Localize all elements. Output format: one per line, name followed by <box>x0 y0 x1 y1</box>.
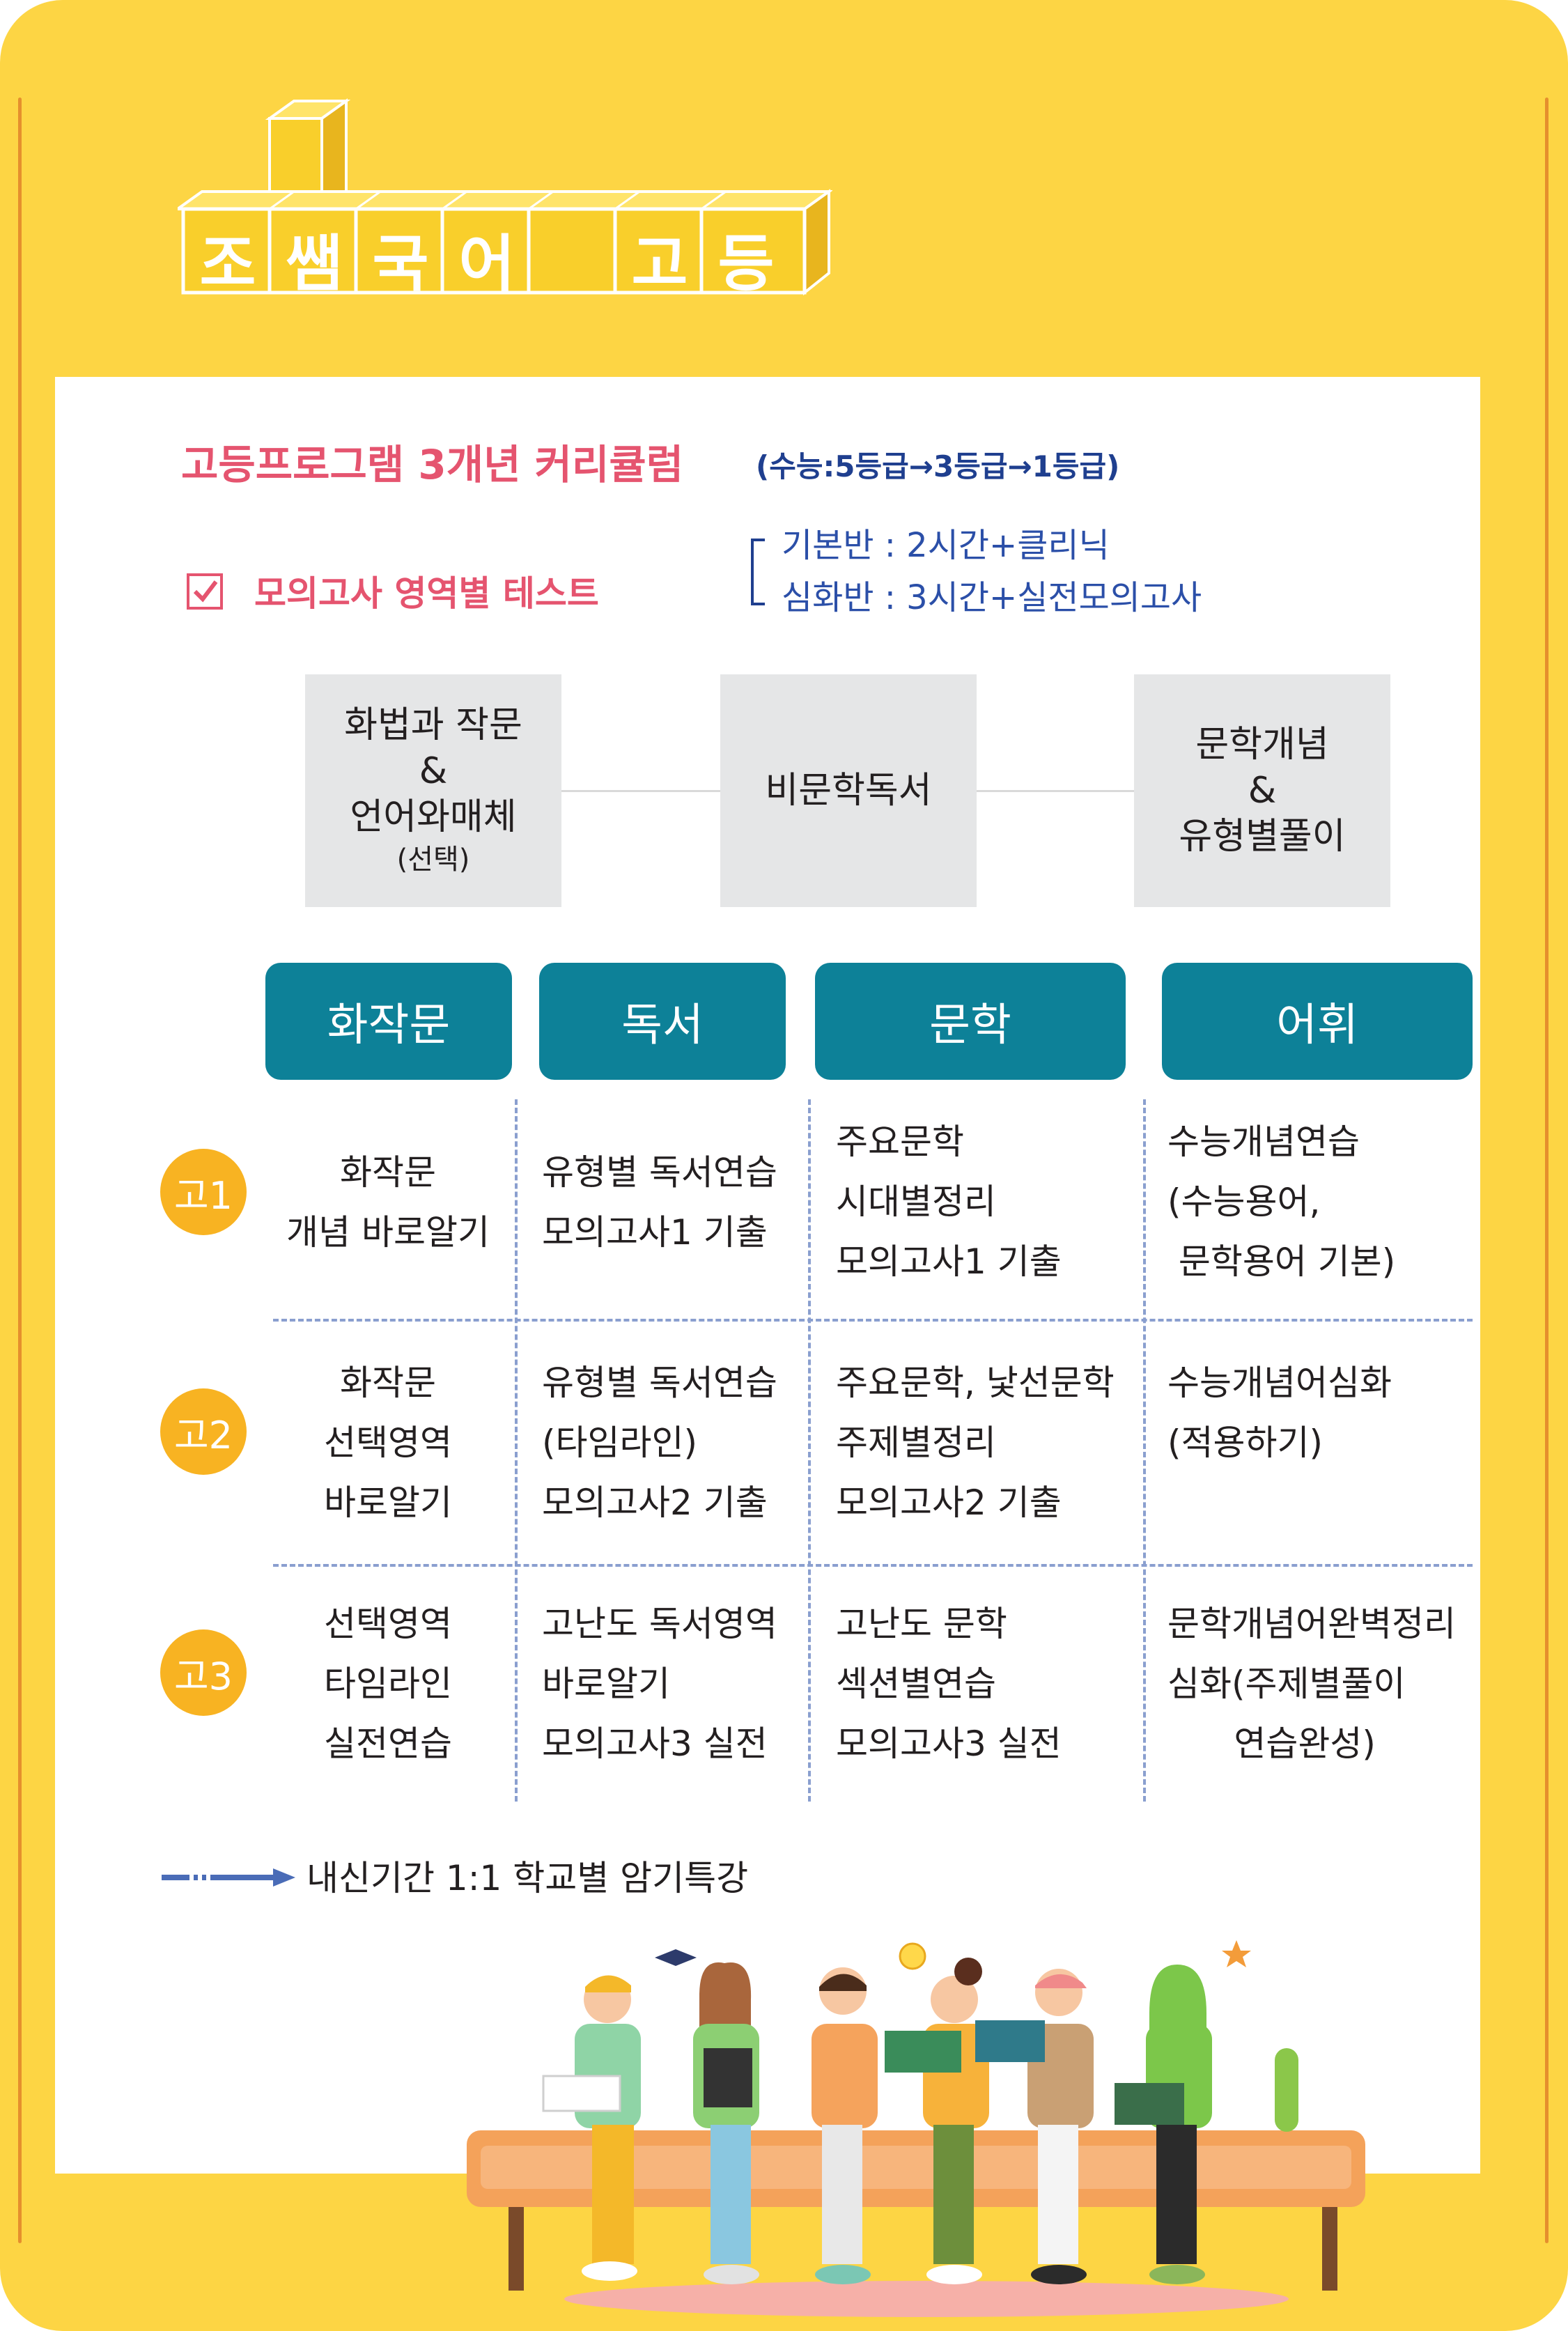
cell-g2-vocabulary: 수능개념어심화 (적용하기) <box>1167 1363 1392 1463</box>
logo-char-3: 국 <box>372 228 429 300</box>
flow-box-writing-line3: 언어와매체 <box>350 796 517 838</box>
logo-block-graphic <box>173 98 834 296</box>
logo-char-5: 고 <box>631 228 688 300</box>
grade-badge-2: 고2 <box>160 1388 247 1475</box>
flow-box-literature-line3: 유형별풀이 <box>1179 816 1346 858</box>
flow-box-writing: 화법과 작문 & 언어와매체 (선택) <box>305 674 561 907</box>
flow-box-reading: 비문학독서 <box>720 674 977 907</box>
category-literature: 문학 <box>815 963 1126 1080</box>
column-divider-2 <box>808 1099 811 1802</box>
connector-line-2 <box>977 790 1134 792</box>
test-note: 모의고사 영역별 테스트 <box>254 573 599 614</box>
cell-g2-literature: 주요문학, 낯선문학 주제별정리 모의고사2 기출 <box>836 1363 1115 1523</box>
cell-g3-vocabulary: 문학개념어완벽정리 심화(주제별풀이 연습완성) <box>1167 1604 1456 1764</box>
logo-blocks: 조 쌤 국 어 고 등 <box>173 98 834 300</box>
logo-char-2: 쌤 <box>286 228 343 300</box>
checkbox-icon <box>187 573 223 610</box>
cell-g3-literature: 고난도 문학 섹션별연습 모의고사3 실전 <box>836 1604 1062 1764</box>
right-edge-line <box>1545 98 1548 2243</box>
logo-char-4: 어 <box>458 228 515 300</box>
students-illustration <box>467 1940 1365 2317</box>
cell-g1-writing: 화작문 개념 바로알기 <box>286 1152 490 1253</box>
grade-badge-1: 고1 <box>160 1149 247 1235</box>
footer-note: 내신기간 1:1 학교별 암기특강 <box>306 1858 749 1898</box>
cell-g1-reading: 유형별 독서연습 모의고사1 기출 <box>542 1152 777 1253</box>
row-divider-2 <box>273 1564 1473 1567</box>
flow-box-literature-line2: & <box>1248 770 1277 812</box>
plan-basic: 기본반 : 2시간+클리닉 <box>782 526 1110 565</box>
flow-box-writing-note: (선택) <box>396 844 470 876</box>
logo-char-1: 조 <box>199 228 256 300</box>
category-vocabulary: 어휘 <box>1162 963 1473 1080</box>
arrow-icon <box>162 1868 295 1887</box>
cell-g3-reading: 고난도 독서영역 바로알기 모의고사3 실전 <box>542 1604 777 1764</box>
checkmark-icon <box>193 580 218 603</box>
cell-g1-literature: 주요문학 시대별정리 모의고사1 기출 <box>836 1122 1062 1282</box>
row-divider-1 <box>273 1319 1473 1322</box>
curriculum-subtitle: (수능:5등급→3등급→1등급) <box>756 449 1120 483</box>
plan-advanced: 심화반 : 3시간+실전모의고사 <box>782 578 1202 617</box>
cell-g1-vocabulary: 수능개념연습 (수능용어, 문학용어 기본) <box>1167 1122 1396 1282</box>
logo-char-6: 등 <box>717 228 775 300</box>
left-edge-line <box>18 98 22 2243</box>
grade-badge-3: 고3 <box>160 1629 247 1716</box>
connector-line-1 <box>561 790 720 792</box>
flow-box-writing-line2: & <box>419 750 448 792</box>
plan-bracket <box>751 539 765 605</box>
category-writing: 화작문 <box>265 963 512 1080</box>
flow-box-literature: 문학개념 & 유형별풀이 <box>1134 674 1390 907</box>
category-reading: 독서 <box>539 963 786 1080</box>
column-divider-3 <box>1143 1099 1146 1802</box>
curriculum-title: 고등프로그램 3개년 커리큘럼 <box>181 441 684 488</box>
cell-g2-reading: 유형별 독서연습 (타임라인) 모의고사2 기출 <box>542 1363 777 1523</box>
flow-box-writing-line1: 화법과 작문 <box>344 704 522 746</box>
column-divider-1 <box>515 1099 518 1802</box>
flow-box-reading-line1: 비문학독서 <box>765 770 932 812</box>
flow-box-literature-line1: 문학개념 <box>1195 724 1329 766</box>
cell-g2-writing: 화작문 선택영역 바로알기 <box>324 1363 452 1523</box>
cell-g3-writing: 선택영역 타임라인 실전연습 <box>324 1604 452 1764</box>
